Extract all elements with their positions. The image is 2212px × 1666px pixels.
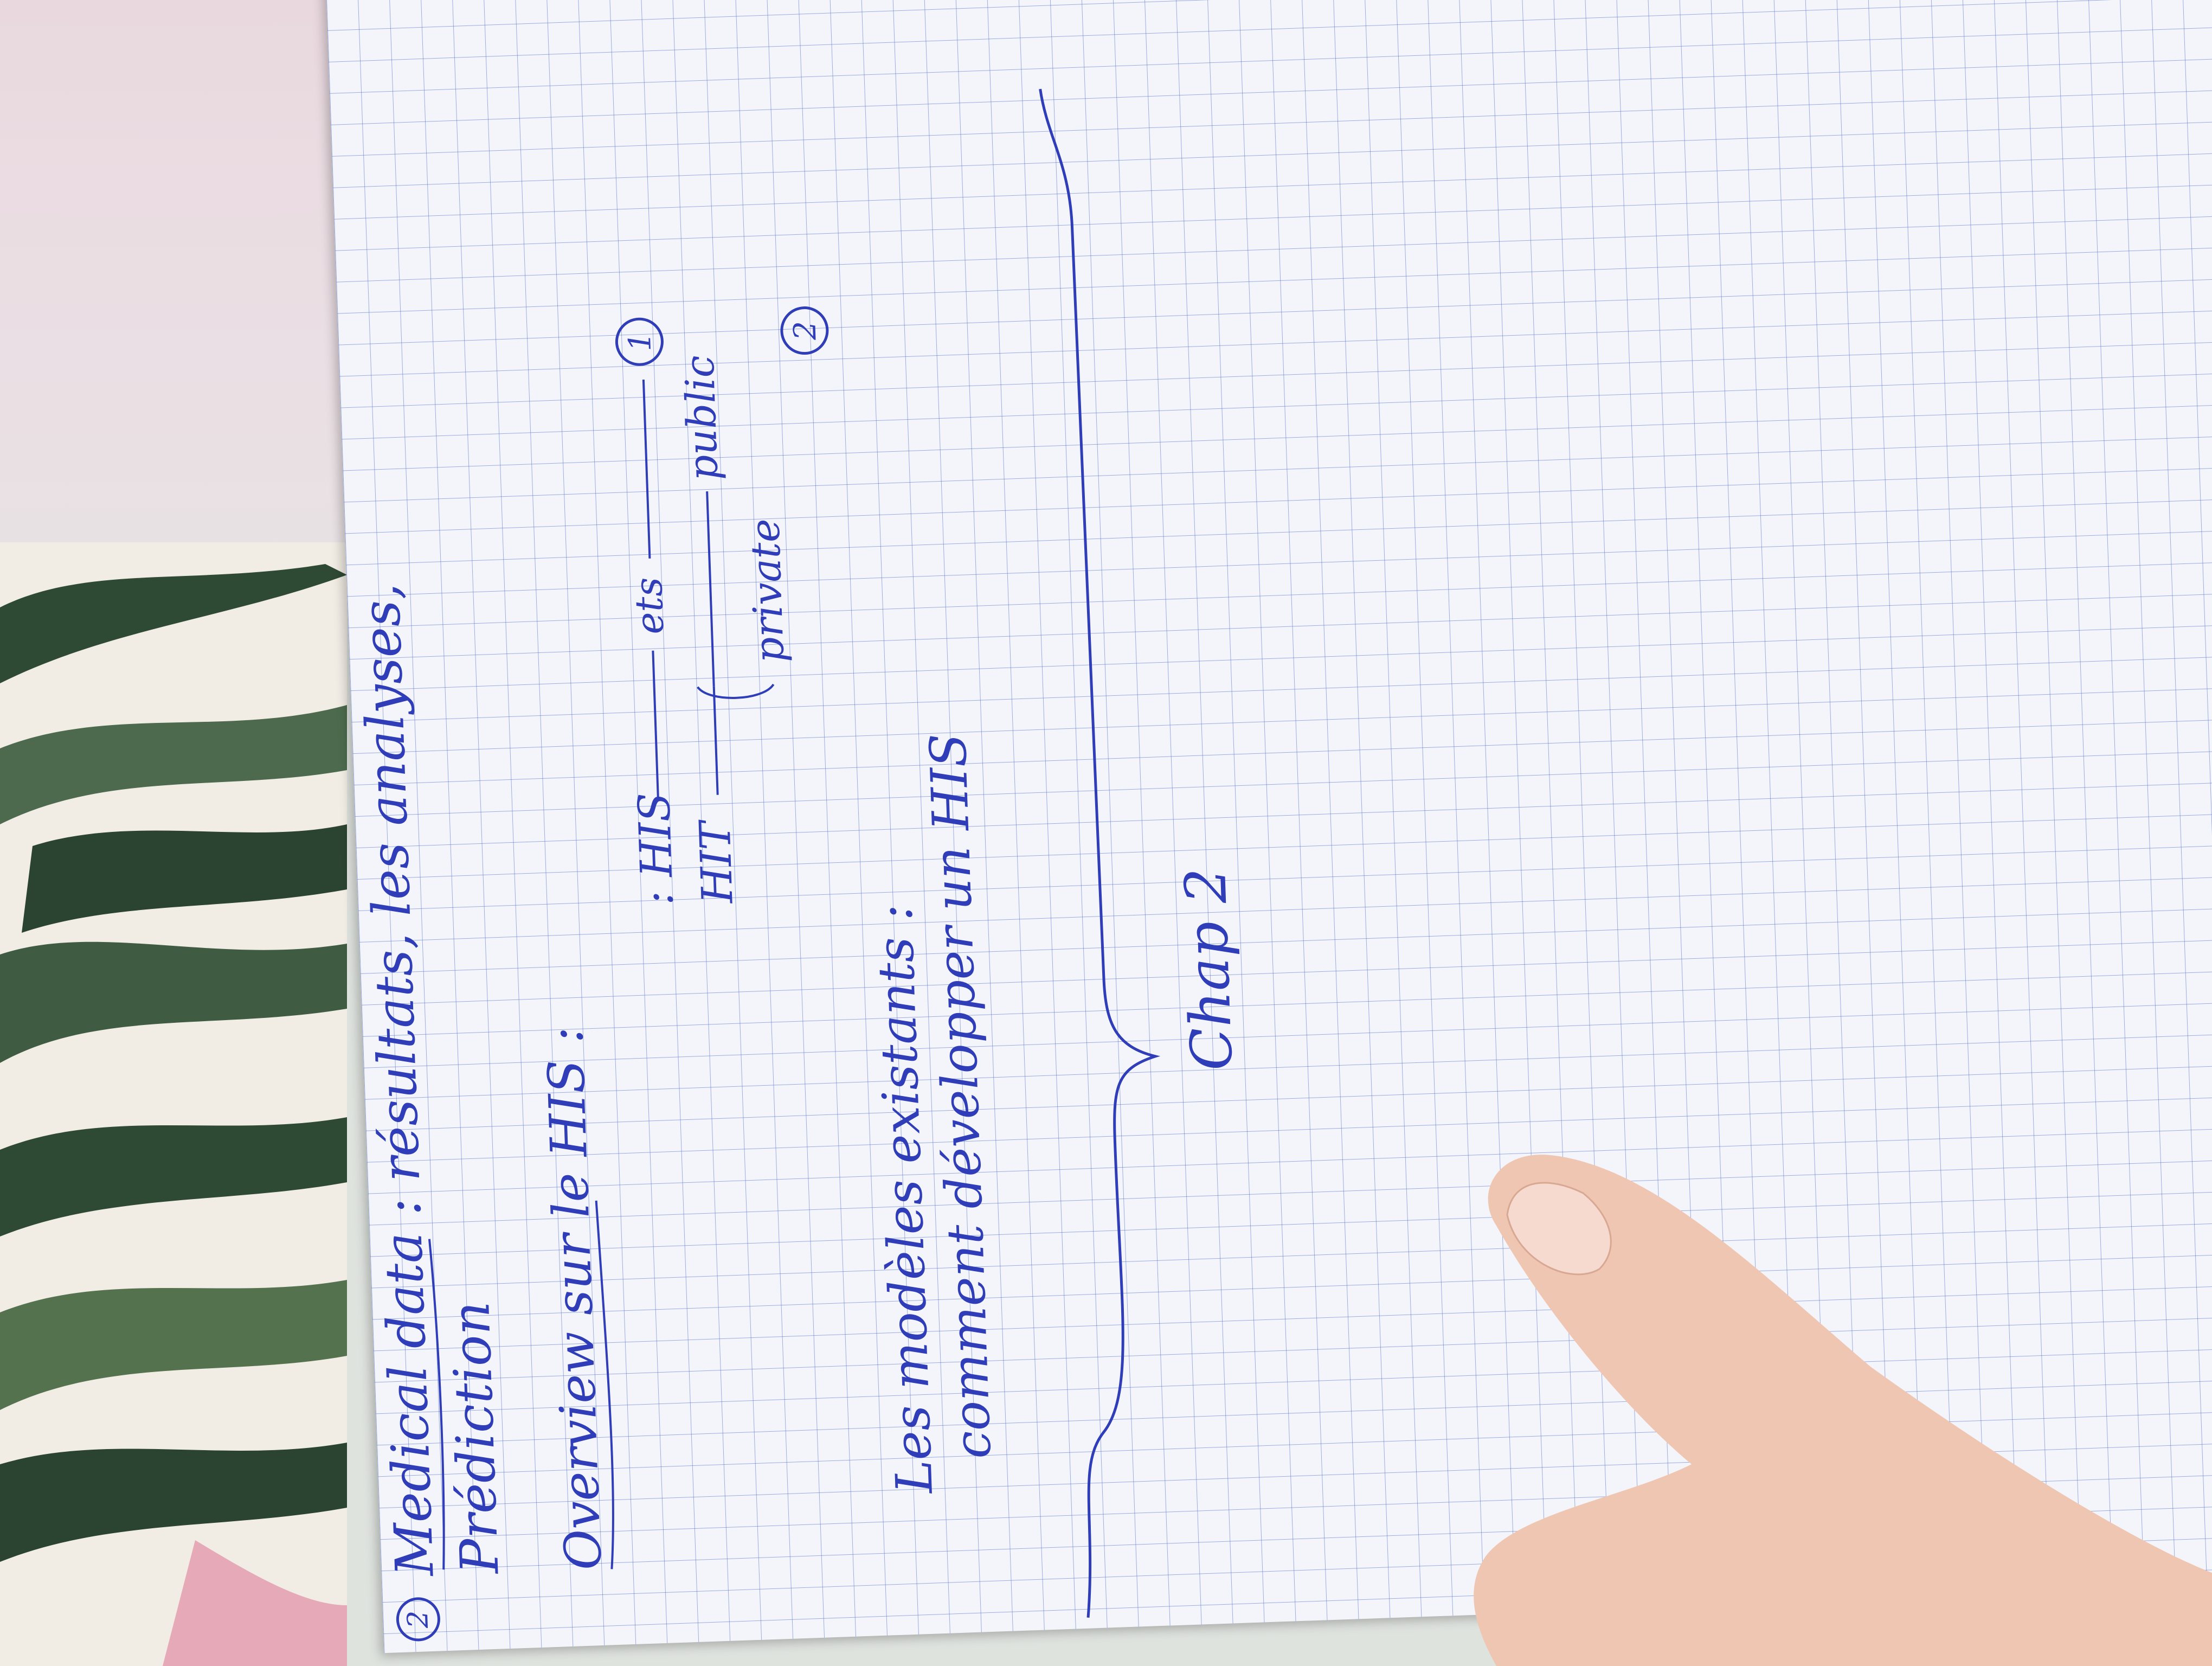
arrow-his-ets [652, 650, 659, 797]
arrow-public [706, 491, 715, 687]
chapter-label: Chap 2 [1172, 867, 1245, 1072]
thumbnail [1506, 1182, 1612, 1276]
ref-2-circle [780, 306, 829, 355]
item-number: 2 [402, 1610, 435, 1629]
pink-wall [0, 0, 347, 586]
leaf-wallpaper [0, 542, 347, 1666]
underline-3 [595, 1200, 614, 1569]
diagram-ets: ets [626, 576, 673, 635]
hand-fingers [1474, 1155, 2212, 1666]
leaf-pattern [0, 564, 347, 1666]
diagram-ref-1: 1 [622, 331, 658, 352]
graph-paper-sheet: 2 Medical data : résultats, les analyses… [325, 0, 2212, 1654]
diagram-his: : HIS [628, 792, 683, 907]
diagram-public: public [676, 355, 727, 482]
ref-2: 2 [787, 321, 823, 342]
note-line-2: Prédiction [440, 1300, 511, 1576]
arrow-left [712, 686, 719, 795]
curly-brace [1039, 88, 1161, 1618]
underline-1 [428, 1239, 445, 1570]
brace [697, 683, 775, 699]
diagram-left: HIT [691, 818, 742, 905]
arrow-ets-ref [642, 379, 651, 559]
handwritten-notes: 2 Medical data : résultats, les analyses… [350, 88, 1245, 1642]
ref-1-circle [615, 317, 664, 366]
item-number-circle [396, 1597, 440, 1642]
diagram-private: private [742, 518, 793, 664]
